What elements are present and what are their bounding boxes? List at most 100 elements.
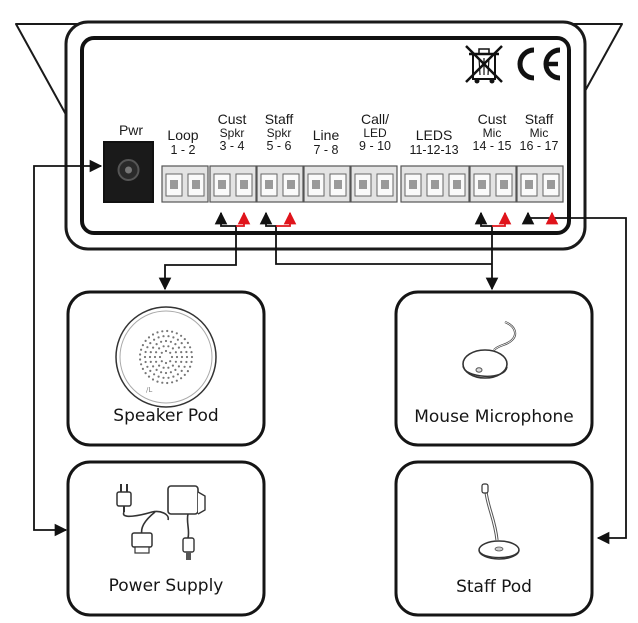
speaker-grille-hole [190,360,193,363]
speaker-grille-hole [174,343,177,346]
speaker-pod-image: /L [115,306,217,408]
speaker-grille-hole [153,355,157,359]
speaker-grille-hole [174,351,177,354]
connector-name: Staff [524,111,554,127]
speaker-grille-hole [174,360,177,363]
terminal-pin-screw [287,180,295,189]
speaker-grille-hole [152,365,155,368]
speaker-grille-hole [171,330,174,333]
speaker-grille-hole [153,373,156,376]
speaker-grille-hole [190,351,193,354]
staff-pod-image [478,483,520,560]
speaker-grille-hole [190,355,194,359]
terminal-pin-screw [431,180,439,189]
speaker-grille-hole [149,342,152,345]
staff-pod-title: Staff Pod [456,577,532,597]
speaker-grille-hole [176,373,179,376]
speaker-grille-hole [183,365,186,368]
speaker-grille-hole [189,346,192,349]
speaker-grille-hole [140,363,143,366]
speaker-grille-hole [164,371,168,375]
speaker-grille-hole [155,360,158,363]
connector-type: LED [363,125,387,140]
wire-staff-speaker-positive [276,211,297,227]
terminal-pin-screw [312,180,320,189]
ce-mark [517,47,561,81]
speaker-grille-hole [177,365,180,368]
connector-name: Staff [264,111,294,127]
speaker-grille-hole [180,377,183,380]
terminal-pin-screw [500,180,508,189]
terminal-pin-screw [334,180,342,189]
speaker-grille-hole [166,381,169,385]
speaker-grille-hole [157,375,160,378]
speaker-grille-hole [167,335,170,338]
speaker-grille-hole [189,365,192,368]
connector-pin-numbers: 7 - 8 [313,142,339,157]
mouse-microphone-title: Mouse Microphone [414,407,574,427]
power-label: Pwr [118,122,144,138]
terminal-pin-screw [218,180,226,189]
speaker-grille-hole [158,347,161,350]
speaker-grille-hole [146,346,149,349]
speaker-grille-hole [180,369,183,372]
wire-cust-mic-neutral [474,211,499,291]
speaker-pod-title: Speaker Pod [113,406,219,426]
speaker-grille-hole [147,336,151,339]
speaker-grille-hole [169,340,172,343]
speaker-grille-hole [147,375,151,378]
speaker-grille-hole [162,366,165,369]
terminal-pin-screw [359,180,367,189]
speaker-grille-hole [160,351,163,354]
speaker-grille-hole [176,338,179,341]
connector-type: Mic [529,125,549,140]
speaker-grille-hole [171,364,174,367]
wire-cust-mic-positive [492,211,512,227]
speaker-grille-hole [180,355,184,359]
speaker-grille-hole [161,381,164,384]
speaker-grille-hole [183,373,186,376]
speaker-grille-hole [149,360,152,363]
speaker-grille-hole [175,332,178,335]
speaker-grille-hole [164,361,168,365]
connector-name: LEDS [415,127,453,143]
terminal-pin-screw [525,180,533,189]
speaker-grille-hole [171,381,174,384]
power-supply-title: Power Supply [108,576,224,596]
connector-name: Cust [217,111,247,127]
speaker-grille-hole [162,345,165,348]
speaker-grille-hole [172,336,175,339]
terminal-pin-screw [381,180,389,189]
svg-text:/L: /L [146,386,152,394]
speaker-grille-hole [170,355,174,359]
speaker-grille-hole [156,331,159,334]
terminal-blocks [161,165,564,203]
speaker-grille-hole [146,365,149,368]
speaker-grille-hole [139,358,142,361]
speaker-grille-hole [167,376,170,379]
wire-staff-mic-neutral [521,211,627,545]
speaker-grille-hole [186,370,189,373]
connector-pin-numbers: 14 - 15 [472,139,512,154]
connector-pin-numbers: 1 - 2 [170,142,196,157]
terminal-pin-screw [192,180,200,189]
speaker-grille-hole [167,366,170,369]
power-supply-image [116,484,206,560]
speaker-grille-hole [177,346,180,349]
speaker-grille-hole [155,343,158,346]
speaker-grille-hole [166,329,169,333]
terminal-pin-screw [240,180,248,189]
terminal-pin-screw [265,180,273,189]
speaker-grille-hole [172,375,175,378]
speaker-grille-hole [141,344,144,347]
mouse-microphone-image [462,320,517,379]
connector-pin-numbers: 5 - 6 [266,139,292,154]
speaker-grille-hole [141,367,144,370]
speaker-grille-hole [158,355,162,359]
